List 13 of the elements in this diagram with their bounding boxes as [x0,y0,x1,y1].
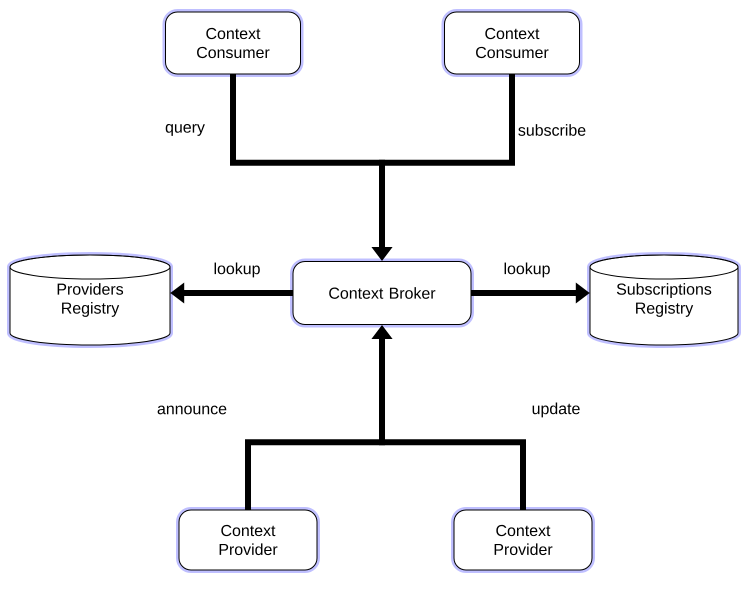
edge-label: announce [156,404,228,416]
edge-label: query [164,123,206,137]
process-box: Context Broker [290,258,474,328]
edge-label: update [530,402,582,418]
process-box: Context Consumer [442,9,582,77]
edge-label: lookup [502,262,552,278]
edge-label: lookup [212,262,262,278]
cylinder: Providers Registry [7,252,173,348]
cylinder: Subscriptions Registry [587,252,741,348]
edge-label: subscribe [516,123,588,137]
process-box: Context Provider [176,506,320,573]
process-box: Context Consumer [162,9,304,77]
process-box: Context Provider [451,506,595,573]
